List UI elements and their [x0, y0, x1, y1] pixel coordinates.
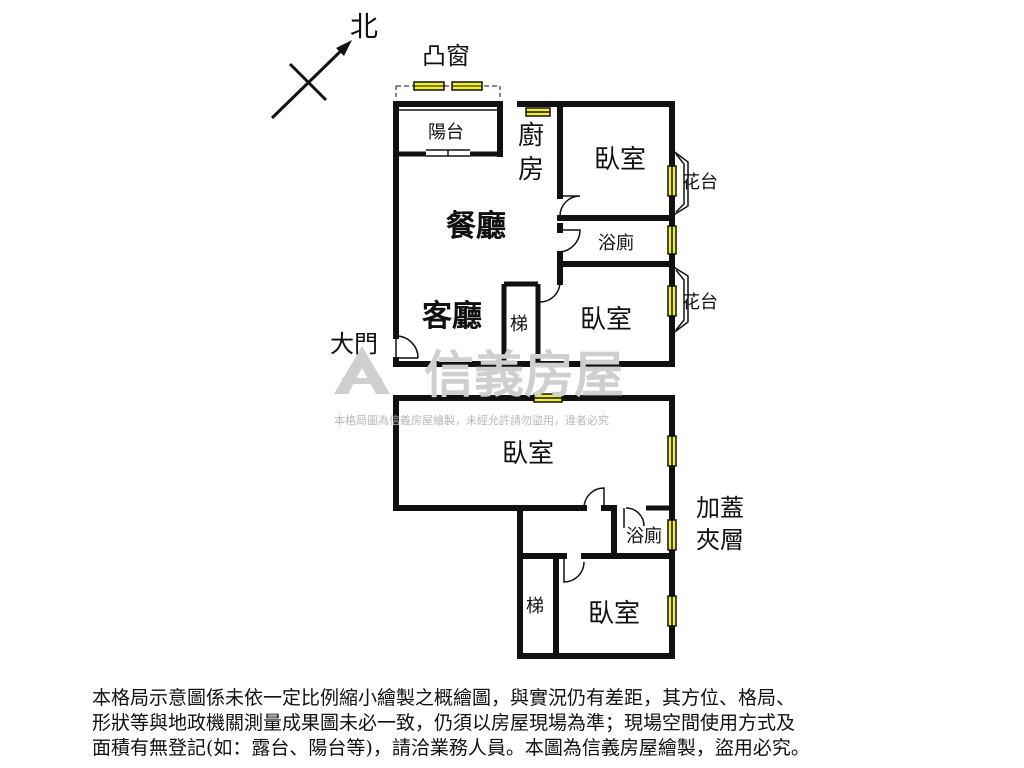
north-label: 北: [350, 10, 378, 43]
upper-unit-walls: [393, 101, 675, 367]
stair-a-walls: [501, 281, 541, 364]
lower-doors: [563, 487, 672, 583]
lower-windows: [533, 393, 677, 627]
room-label-bath-b: 浴廁: [626, 525, 662, 547]
watermark-logo-icon: [334, 346, 390, 394]
room-label-bedroom-c: 臥室: [502, 439, 554, 469]
bay-window-label: 凸窗: [422, 42, 470, 70]
room-label-mezzanine-2: 夾層: [696, 526, 744, 554]
room-label-bedroom-d: 臥室: [588, 599, 640, 629]
room-label-main-door: 大門: [330, 330, 378, 358]
disclaimer-text: 本格局示意圖係未依一定比例縮小繪製之概繪圖，與實況仍有差距，其方位、格局、 形狀…: [92, 686, 992, 761]
balcony-walls: [396, 109, 500, 157]
disclaimer-line-3: 面積有無登記(如：露台、陽台等)，請洽業務人員。本圖為信義房屋繪製，盜用必究。: [92, 737, 810, 759]
room-label-planter-a: 花台: [682, 172, 718, 193]
upper-windows: [525, 107, 677, 317]
compass-north-arrow: [270, 40, 352, 120]
room-label-mezzanine-1: 加蓋: [696, 494, 744, 522]
room-label-balcony: 陽台: [428, 122, 464, 143]
room-label-bath-a: 浴廁: [598, 232, 634, 254]
room-label-stair-a: 梯: [510, 314, 528, 335]
watermark-brand: 信義房屋: [424, 346, 624, 404]
disclaimer-line-2: 形狀等與地政機關測量成果圖未必一致，仍須以房屋現場為準；現場空間使用方式及: [92, 712, 796, 734]
room-label-bedroom-b: 臥室: [580, 305, 632, 335]
watermark: 信義房屋 本格局圖為信義房屋繪製，未經允許請勿盜用，違者必究: [334, 346, 624, 427]
room-label-planter-b: 花台: [682, 292, 718, 313]
watermark-notice: 本格局圖為信義房屋繪製，未經允許請勿盜用，違者必究: [334, 413, 609, 427]
room-label-stair-b: 梯: [526, 596, 544, 617]
room-label-living: 客廳: [422, 299, 482, 334]
room-label-kitchen-2: 房: [518, 155, 544, 185]
room-label-dining: 餐廳: [446, 209, 506, 244]
room-label-bedroom-a: 臥室: [594, 145, 646, 175]
disclaimer-line-1: 本格局示意圖係未依一定比例縮小繪製之概繪圖，與實況仍有差距，其方位、格局、: [92, 687, 796, 709]
room-label-kitchen-1: 廚: [518, 121, 544, 151]
planters: [671, 149, 689, 335]
upper-doors: [395, 195, 581, 360]
